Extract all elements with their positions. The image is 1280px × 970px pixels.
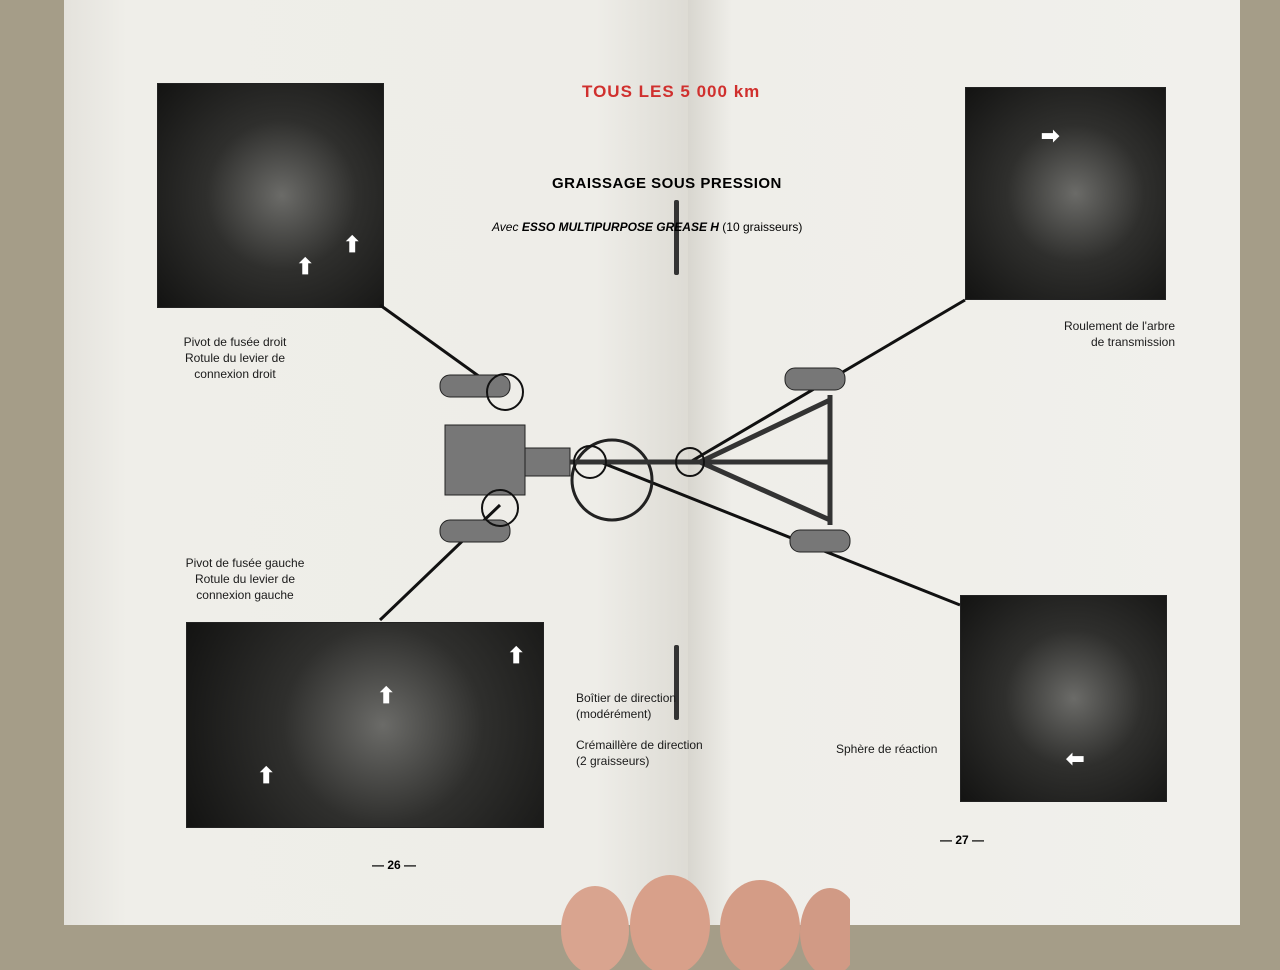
grease-instruction: Avec ESSO MULTIPURPOSE GREASE H (10 grai… <box>492 220 802 234</box>
photo-right-pivot: ⬆ ⬆ <box>157 83 384 308</box>
arrow-icon: ⬅ <box>1066 746 1085 771</box>
arrow-icon: ⬆ <box>257 763 276 788</box>
thumb <box>561 875 850 970</box>
page-number-left: — 26 — <box>372 858 417 872</box>
page-number-right: — 27 — <box>940 833 985 847</box>
label-line: Rotule du levier de <box>194 572 296 586</box>
label-transmission: Roulement de l'arbre de transmission <box>1000 318 1175 350</box>
label-line: Pivot de fusée gauche <box>185 556 305 570</box>
arrow-icon: ⬆ <box>296 254 315 279</box>
section-subtitle: GRAISSAGE SOUS PRESSION <box>552 175 782 192</box>
staple <box>674 200 679 275</box>
label-line: de transmission <box>1090 335 1175 349</box>
arrow-icon: ⬆ <box>343 232 362 257</box>
arrow-icon: ➡ <box>1041 123 1060 148</box>
with-prefix: Avec <box>492 220 519 234</box>
label-line: Crémaillère de direction <box>576 738 703 752</box>
grease-product: ESSO MULTIPURPOSE GREASE H <box>521 220 719 234</box>
photo-left-pivot-steering: ⬆ ⬆ ⬆ <box>186 622 544 828</box>
staple <box>674 645 679 720</box>
label-line: Boîtier de direction <box>576 691 677 705</box>
label-line: Pivot de fusée droit <box>183 335 287 349</box>
photo-reaction-sphere: ⬅ <box>960 595 1167 802</box>
label-right-pivot: Pivot de fusée droit Rotule du levier de… <box>160 334 310 382</box>
grease-count: (10 graisseurs) <box>722 220 803 234</box>
arrow-icon: ⬆ <box>377 683 396 708</box>
label-line: (modérément) <box>576 707 652 721</box>
label-rack: Crémaillère de direction (2 graisseurs) <box>576 737 703 769</box>
arrow-icon: ⬆ <box>507 643 526 668</box>
section-title: TOUS LES 5 000 km <box>582 82 761 101</box>
label-line: connexion droit <box>194 367 276 381</box>
label-line: Rotule du levier de <box>184 351 286 365</box>
photo-transmission: ➡ <box>965 87 1166 300</box>
label-steering-box: Boîtier de direction (modérément) <box>576 690 676 722</box>
label-left-pivot: Pivot de fusée gauche Rotule du levier d… <box>170 555 320 603</box>
label-line: Roulement de l'arbre <box>1063 319 1175 333</box>
label-line: (2 graisseurs) <box>576 754 650 768</box>
label-reaction-sphere: Sphère de réaction <box>836 742 938 756</box>
label-line: connexion gauche <box>196 588 294 602</box>
